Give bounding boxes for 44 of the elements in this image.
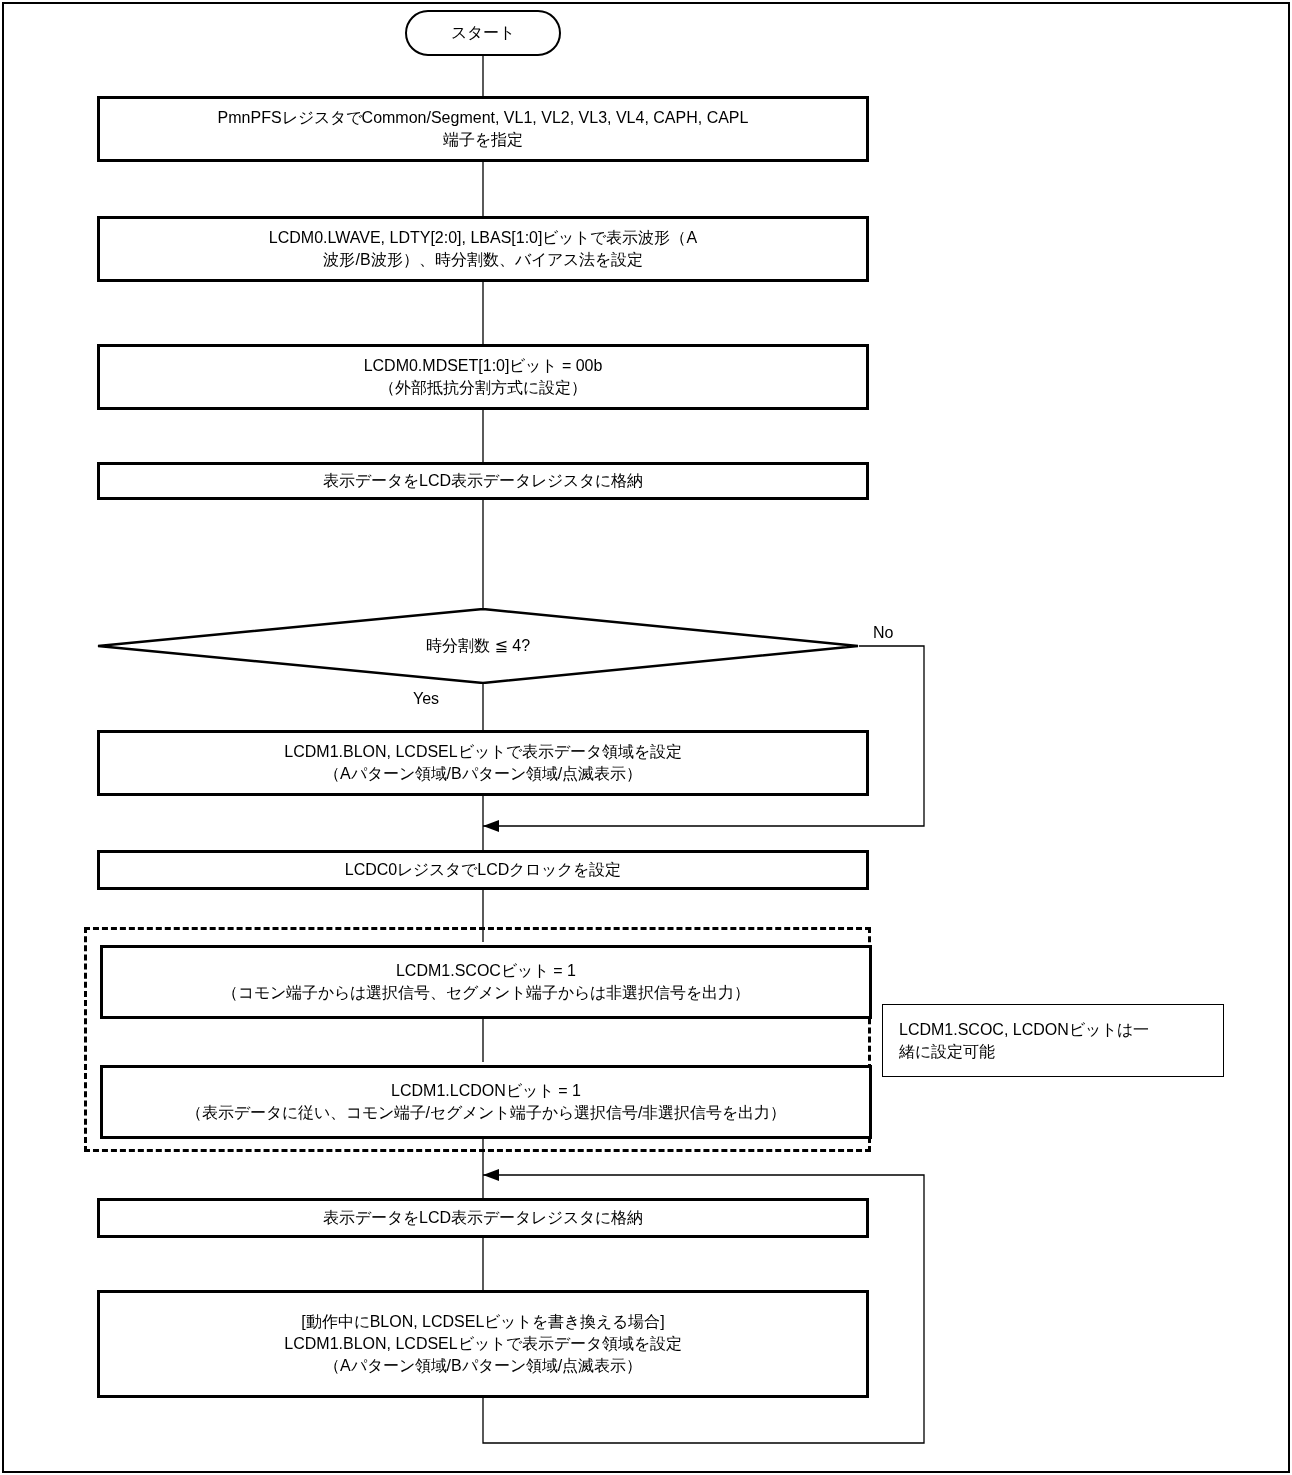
- step-text: （表示データに従い、コモン端子/セグメント端子から選択信号/非選択信号を出力）: [185, 1103, 787, 1123]
- step-text: LCDM1.SCOCビット = 1: [395, 961, 576, 981]
- process-box: [97, 1290, 869, 1398]
- step-text: （外部抵抗分割方式に設定）: [379, 378, 587, 398]
- arrow: [482, 1169, 925, 1444]
- connector-line: [482, 889, 484, 943]
- process-box: [97, 462, 869, 500]
- step-text: 表示データをLCD表示データレジスタに格納: [323, 471, 643, 491]
- note-text: LCDM1.SCOC, LCDONビットは一緒に設定可能: [899, 1019, 1150, 1062]
- process-box: [97, 216, 869, 282]
- terminal-box: [405, 10, 561, 56]
- process-box: [97, 96, 869, 162]
- step-text: （Aパターン領域/Bパターン領域/点滅表示）: [323, 764, 643, 784]
- step-text: 表示データをLCD表示データレジスタに格納: [323, 1208, 643, 1228]
- step-text: PmnPFSレジスタでCommon/Segment, VL1, VL2, VL3, VL4, CAPH, CAPL端子を指定: [216, 108, 750, 150]
- dashed-group-box: [84, 927, 871, 1152]
- connector-line: [482, 55, 484, 97]
- step-text: [動作中にBLON, LCDSELビットを書き換える場合]: [301, 1312, 665, 1332]
- connector-line: [482, 161, 484, 217]
- step-text: LCDM1.BLON, LCDSELビットで表示データ領域を設定: [284, 742, 682, 762]
- step-text: スタート: [451, 23, 515, 43]
- process-box: [97, 344, 869, 410]
- step-text: LCDM1.BLON, LCDSELビットで表示データ領域を設定: [284, 1334, 682, 1354]
- connector-line: [482, 499, 484, 609]
- step-text: LCDM0.LWAVE, LDTY[2:0], LBAS[1:0]ビットで表示波形（A波形/B波形）、時分割数、バイアス法を設定: [268, 228, 698, 270]
- connector-line: [482, 795, 484, 851]
- step-text: （コモン端子からは選択信号、セグメント端子からは非選択信号を出力）: [222, 983, 750, 1003]
- process-box: [100, 1065, 872, 1139]
- condition-text: 時分割数 ≦ 4?: [425, 636, 531, 656]
- step-text: （Aパターン領域/Bパターン領域/点滅表示）: [323, 1356, 643, 1376]
- decision-diamond: [97, 608, 859, 684]
- step-text: LCDM0.MDSET[1:0]ビット = 00b: [363, 356, 603, 376]
- connector-line: [482, 1237, 484, 1291]
- step-text: LCDC0レジスタでLCDクロックを設定: [344, 860, 622, 880]
- step-text: LCDM1.LCDONビット = 1: [391, 1081, 581, 1101]
- process-box: [100, 945, 872, 1019]
- connector-line: [482, 683, 484, 731]
- connector-line: [482, 281, 484, 345]
- process-box: [97, 1198, 869, 1238]
- arrow: [482, 645, 925, 832]
- process-box: [97, 850, 869, 890]
- note-box: [882, 1004, 1224, 1077]
- connector-line: [482, 409, 484, 463]
- process-box: [97, 730, 869, 796]
